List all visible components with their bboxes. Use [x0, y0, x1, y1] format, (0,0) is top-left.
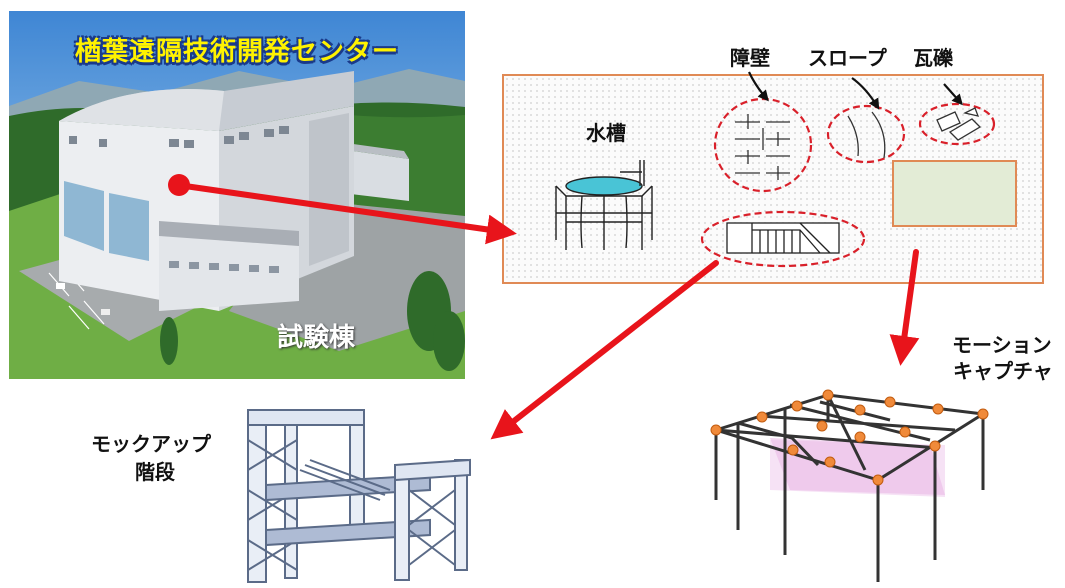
motion-label-line2: キャプチャ — [953, 359, 1053, 383]
facility-title: 楢葉遠隔技術開発センター — [74, 37, 399, 67]
rubble-icon — [936, 107, 982, 141]
water-tank-icon — [555, 160, 653, 250]
mockup-stairs-structure — [247, 409, 471, 583]
arrow-to-floorplan — [182, 183, 517, 245]
test-building-label: 試験棟 — [277, 323, 356, 353]
stairs-icon — [726, 222, 840, 254]
motion-capture-frame — [710, 389, 989, 582]
slope-label: スロープ — [808, 46, 887, 70]
mockup-label-line1: モックアップ — [91, 432, 211, 456]
slope-icon — [847, 111, 886, 159]
facility-illustration — [9, 11, 465, 379]
stairs-circle — [700, 210, 866, 268]
rubble-label: 瓦礫 — [913, 46, 953, 70]
slope-circle — [826, 104, 906, 164]
mockup-label-line2: 階段 — [135, 460, 175, 484]
arrow-to-motion — [889, 249, 920, 366]
barrier-label: 障壁 — [730, 46, 770, 70]
barrier-icon — [735, 114, 790, 180]
green-area — [892, 160, 1017, 227]
water-tank-label: 水槽 — [586, 121, 626, 145]
arrow-to-mockup — [490, 260, 719, 440]
facility-photo: 楢葉遠隔技術開発センター 試験棟 — [9, 11, 465, 379]
motion-label-line1: モーション — [952, 333, 1052, 357]
